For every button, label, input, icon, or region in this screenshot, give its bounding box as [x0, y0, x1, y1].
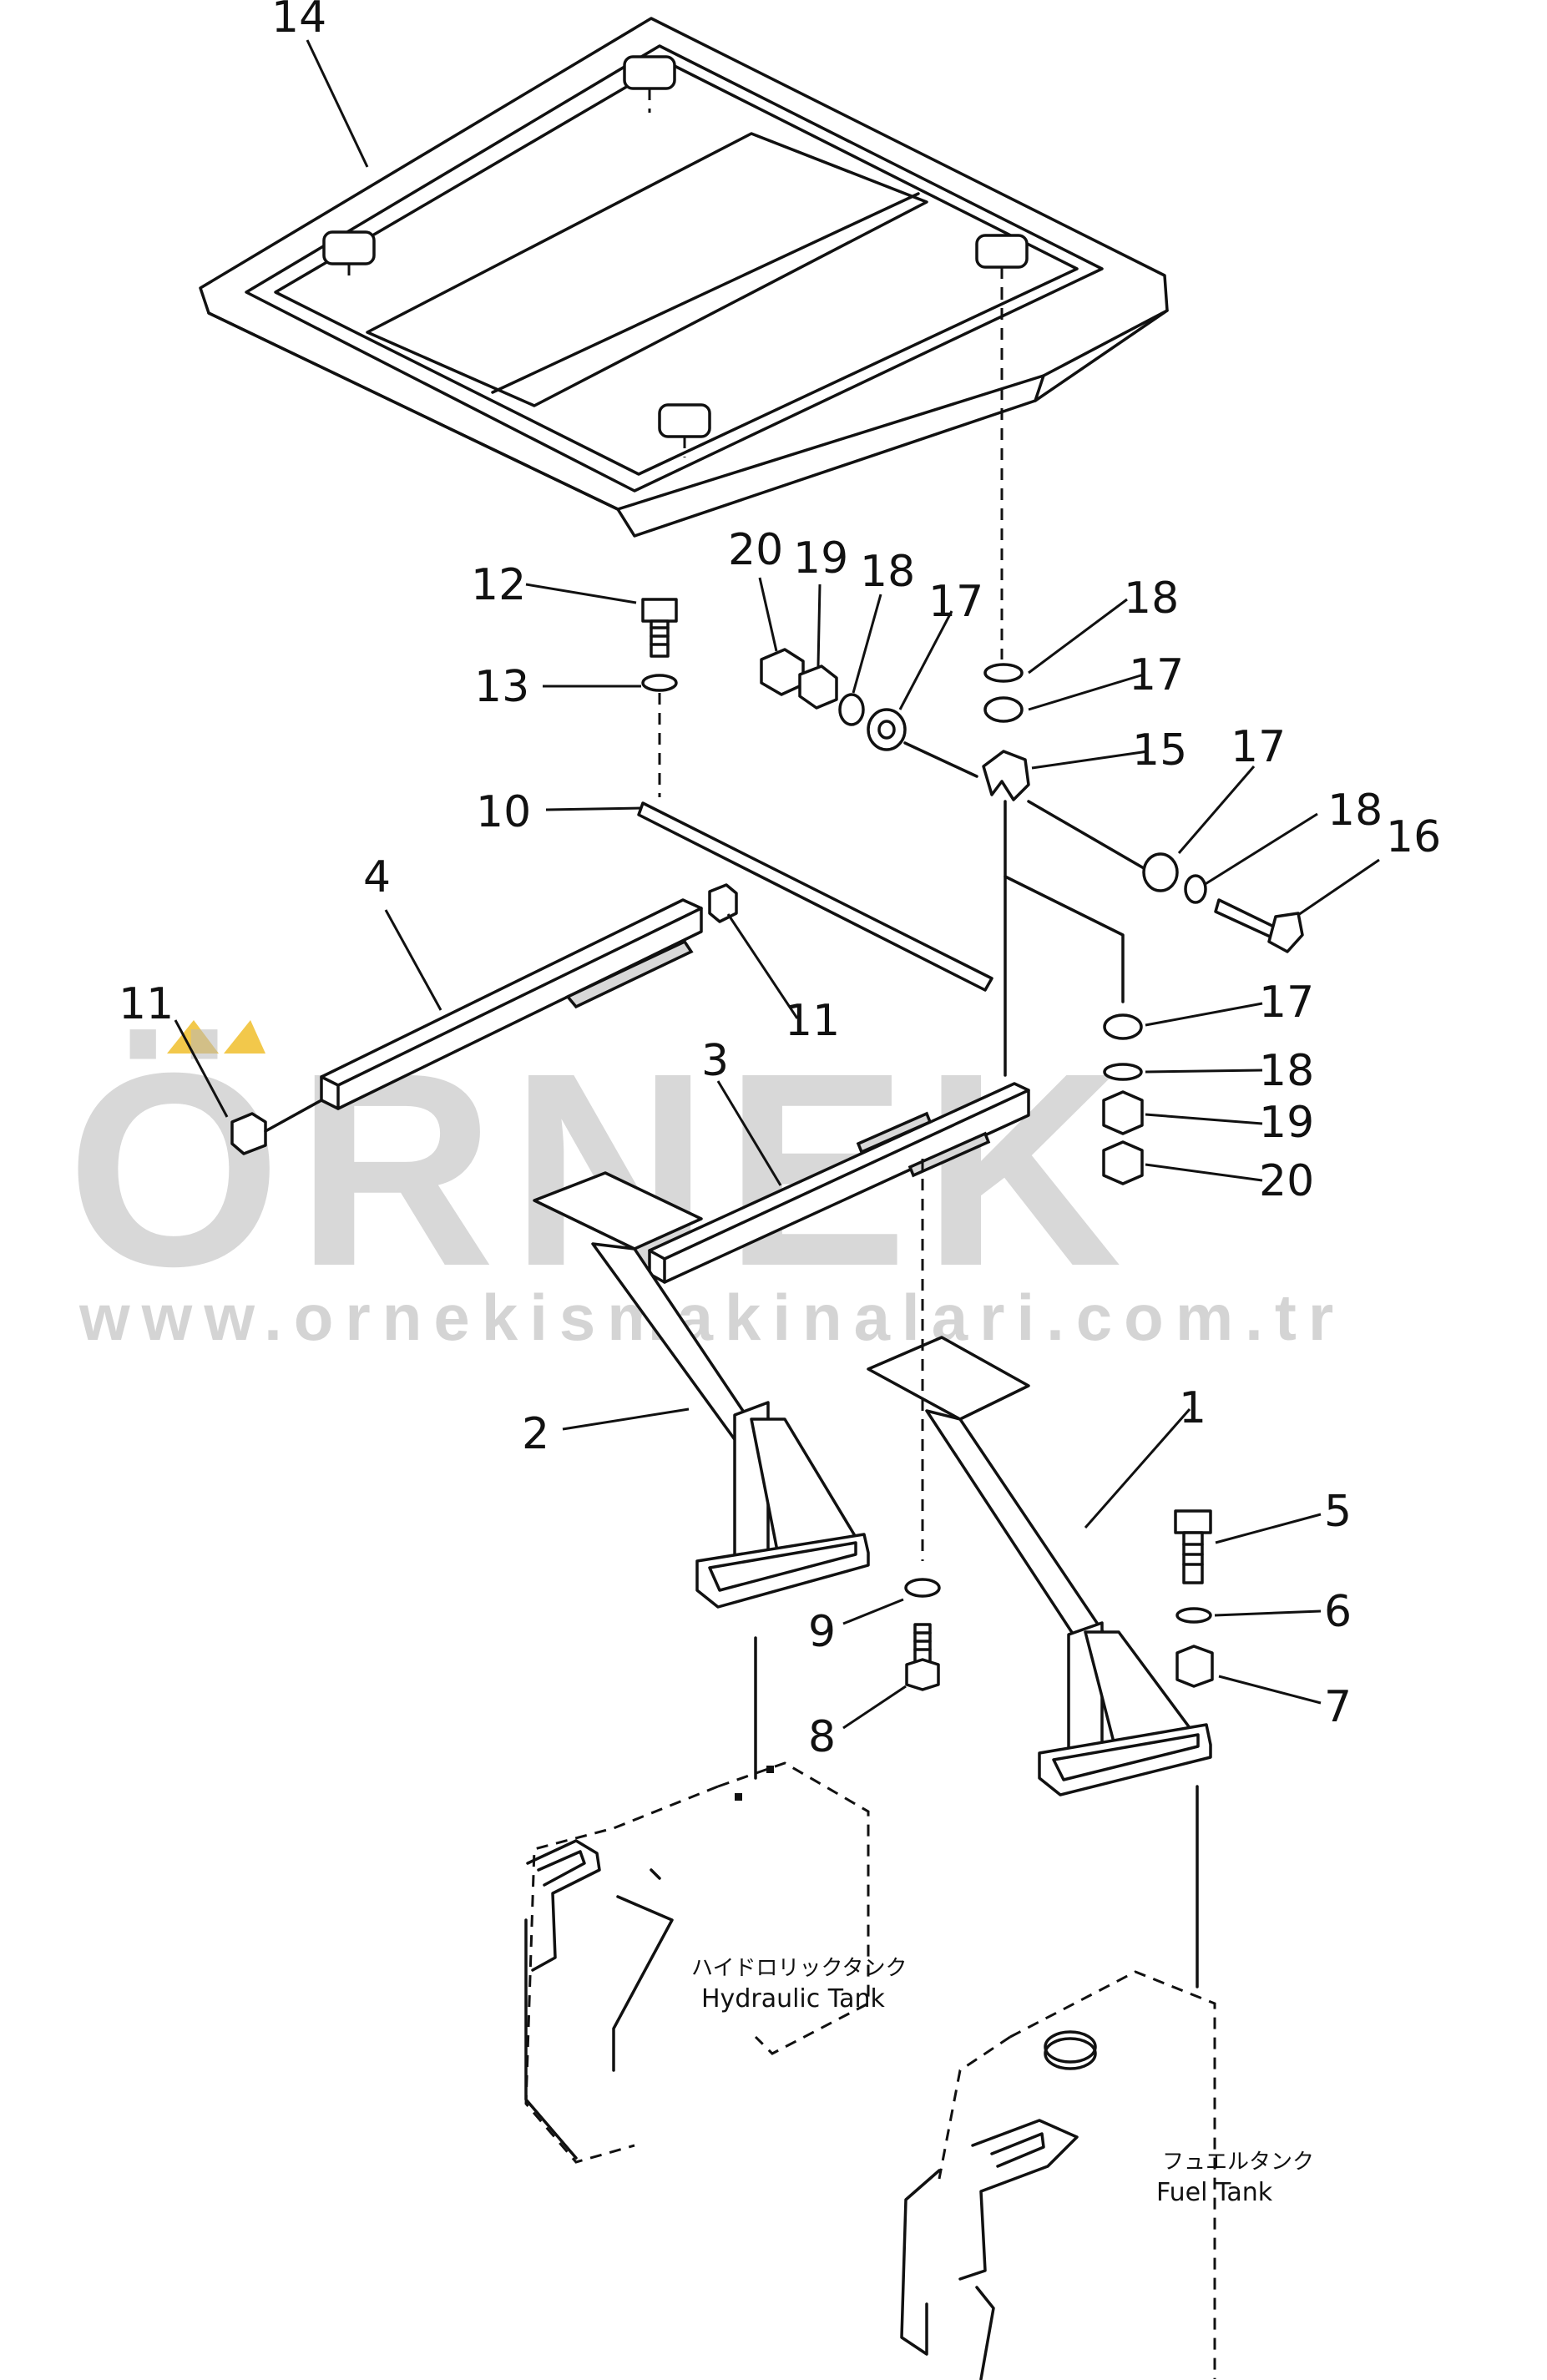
callout-20-lower: 20 — [1259, 1156, 1314, 1206]
callout-9: 9 — [808, 1607, 836, 1657]
callout-10: 10 — [476, 787, 531, 837]
bolt-assembly-part-16 — [1027, 800, 1304, 953]
hydraulic-tank-label-en: Hydraulic Tank — [701, 1984, 886, 2014]
watermark: ÖRNEK www.ornekismakinalari.com.tr — [67, 1015, 1345, 1354]
callout-18-bolt: 18 — [1327, 786, 1383, 836]
callout-labels: 14 12 13 10 20 19 18 17 18 17 15 17 18 1… — [119, 0, 1441, 1762]
callout-19-upper: 19 — [793, 533, 848, 584]
washer-part-9 — [904, 1578, 941, 1598]
nut-stack-lower — [1102, 1013, 1144, 1185]
callout-18-upper: 18 — [860, 547, 915, 597]
bushing-part-17-upper — [983, 696, 1024, 723]
hydraulic-tank — [524, 1761, 870, 2164]
clamp-part-15 — [982, 750, 1030, 801]
stand-part-1 — [867, 1336, 1212, 1796]
bolt-part-12 — [641, 598, 678, 658]
watermark-brand: ÖRNEK — [67, 1015, 1137, 1323]
end-cap-part-11-left — [230, 1112, 267, 1155]
callout-3: 3 — [701, 1036, 729, 1086]
bolt-part-8 — [905, 1623, 940, 1691]
axis-line-11-left — [264, 1099, 323, 1133]
stand-part-2 — [533, 1171, 870, 1609]
washer-part-13 — [641, 674, 678, 692]
watermark-accent-left — [167, 1020, 219, 1054]
fuel-tank-label-en: Fuel Tank — [1156, 2178, 1273, 2207]
fuel-tank — [900, 1970, 1216, 2380]
callout-19-lower: 19 — [1259, 1098, 1314, 1148]
washer-part-18-upper — [983, 663, 1024, 683]
callout-17-upper: 17 — [928, 577, 983, 627]
callout-17-right: 17 — [1129, 650, 1184, 700]
callout-12: 12 — [471, 560, 526, 610]
beam-part-3 — [648, 1082, 1030, 1284]
watermark-url: www.ornekismakinalari.com.tr — [78, 1281, 1345, 1354]
callout-6: 6 — [1324, 1587, 1352, 1637]
strap-part-10 — [637, 801, 993, 992]
lock-washer-part-6 — [1175, 1607, 1212, 1624]
callout-4: 4 — [363, 852, 391, 902]
hydraulic-tank-label-jp: ハイドロリックタンク — [691, 1956, 907, 1981]
callout-17-lower: 17 — [1259, 978, 1314, 1028]
beam-part-4 — [320, 883, 738, 1110]
callout-18-lower: 18 — [1259, 1046, 1314, 1096]
callout-1: 1 — [1179, 1383, 1206, 1433]
callout-2: 2 — [522, 1409, 549, 1459]
axis-line-nut-stack — [1004, 875, 1125, 1003]
callout-13: 13 — [474, 662, 529, 712]
callout-7: 7 — [1324, 1682, 1352, 1732]
callout-leaders — [174, 39, 1380, 1730]
callout-8: 8 — [808, 1712, 836, 1762]
callout-15: 15 — [1132, 725, 1187, 776]
nut-stack-upper — [760, 648, 978, 778]
callout-20-upper: 20 — [728, 525, 783, 575]
callout-18-right: 18 — [1124, 574, 1179, 624]
watermark-accent-right — [224, 1020, 265, 1054]
bolt-part-5 — [1174, 1509, 1212, 1584]
fuel-tank-label-jp: フュエルタンク — [1162, 2150, 1314, 2175]
callout-11-right: 11 — [785, 996, 840, 1046]
canopy-roof-part-14 — [199, 17, 1169, 538]
callout-5: 5 — [1324, 1487, 1352, 1537]
nut-part-7 — [1175, 1645, 1214, 1688]
callout-11-left: 11 — [119, 979, 174, 1029]
callout-17-bolt: 17 — [1231, 722, 1286, 772]
callout-14: 14 — [271, 0, 326, 43]
callout-16: 16 — [1386, 812, 1441, 862]
